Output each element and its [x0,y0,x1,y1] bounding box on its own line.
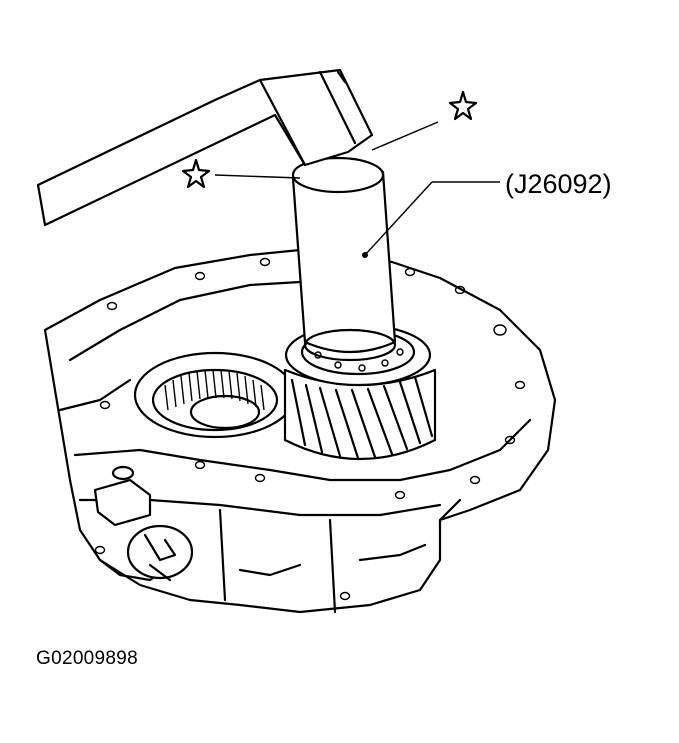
leader-lines [214,121,500,256]
figure-id: G02009898 [36,648,139,669]
star-icon [181,158,211,189]
flange-bolt-holes [94,257,526,601]
star-icon [448,90,478,121]
press-tool [291,156,397,362]
press-ram [36,68,374,227]
speed-sensor [93,465,194,582]
bearing-bore [133,351,297,439]
tool-label: (J26092) [505,169,612,199]
